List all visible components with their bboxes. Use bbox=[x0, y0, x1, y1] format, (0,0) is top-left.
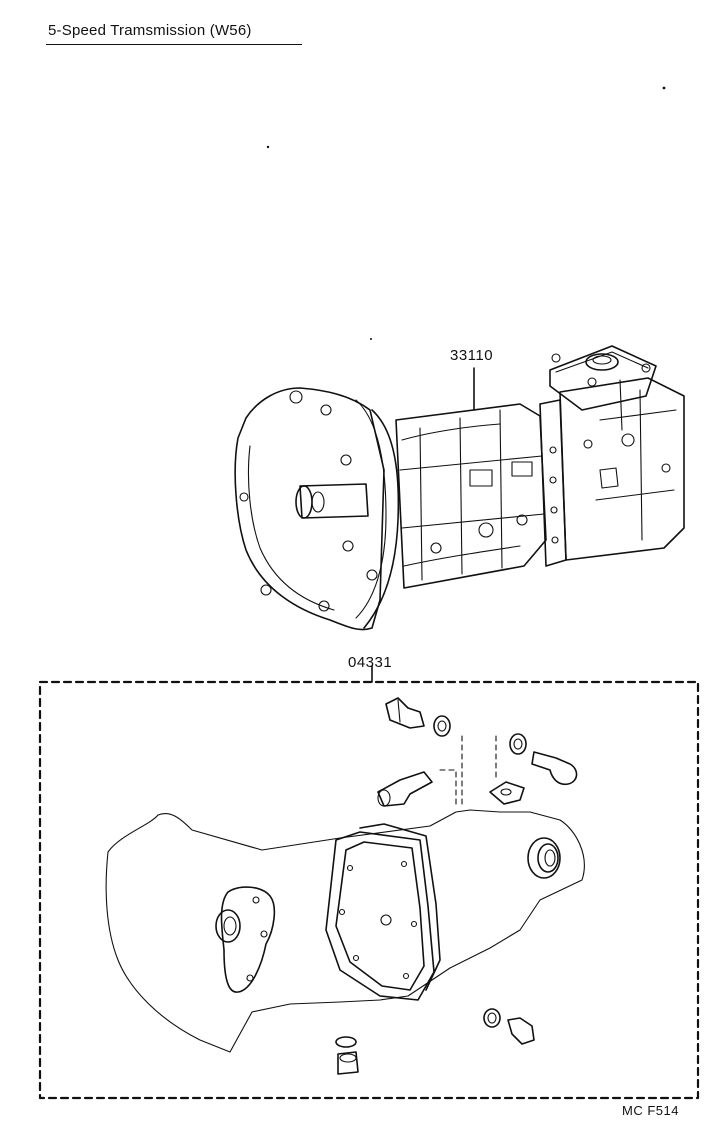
part-number-33110: 33110 bbox=[450, 347, 494, 364]
gasket-kit-drawing bbox=[105, 697, 585, 1075]
washer-icon bbox=[509, 733, 527, 755]
washer-icon bbox=[433, 715, 451, 737]
scan-dot bbox=[662, 86, 666, 90]
part-number-04331: 04331 bbox=[348, 654, 393, 671]
plug-icon bbox=[531, 751, 578, 786]
gasket-icon bbox=[325, 831, 435, 1001]
bearing-icon bbox=[527, 837, 561, 879]
bolt-icon bbox=[385, 697, 425, 729]
title-underline bbox=[46, 44, 302, 45]
washer-icon bbox=[489, 781, 525, 805]
bearing-icon bbox=[215, 909, 241, 943]
washer-icon bbox=[483, 1008, 501, 1028]
bolt-icon bbox=[377, 771, 433, 807]
transmission-assembly-drawing bbox=[234, 345, 685, 631]
gasket-kit-boundary bbox=[38, 680, 700, 1100]
scan-dot bbox=[266, 145, 270, 149]
figure-code: MC F514 bbox=[622, 1103, 679, 1118]
washer-icon bbox=[335, 1036, 357, 1048]
plug-icon bbox=[507, 1017, 535, 1045]
diagram-title: 5-Speed Tramsmission (W56) bbox=[48, 22, 252, 39]
gasket-icon bbox=[220, 886, 276, 993]
plug-icon bbox=[337, 1051, 359, 1075]
scan-dot bbox=[370, 338, 372, 340]
